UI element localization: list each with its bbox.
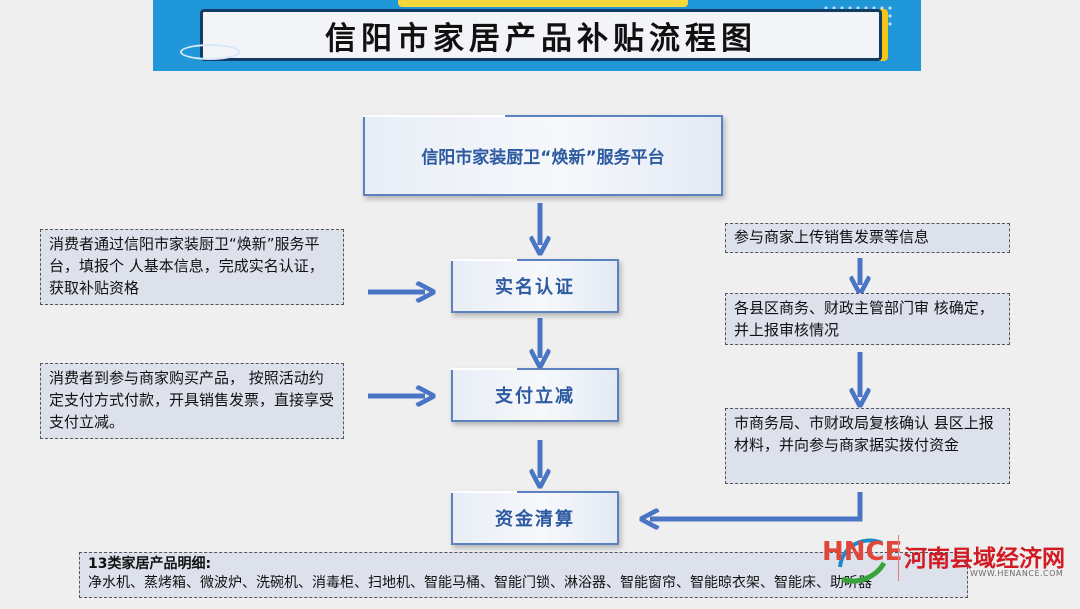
watermark: HNCE 河南县域经济网 WWW.HENANCE.COM [818, 527, 1080, 609]
step-payment-discount: 支付立减 [451, 368, 619, 422]
service-platform-label: 信阳市家装厨卫“焕新”服务平台 [421, 148, 665, 168]
merchant-note-upload: 参与商家上传销售发票等信息 [725, 223, 1010, 253]
watermark-divider [898, 535, 899, 581]
watermark-url: WWW.HENANCE.COM [970, 569, 1064, 578]
catalog-items: 净水机、蒸烤箱、微波炉、洗碗机、消毒柜、扫地机、智能马桶、智能门锁、淋浴器、智能… [88, 575, 872, 591]
title-card: 信阳市家居产品补贴流程图 [200, 9, 882, 61]
watermark-logo-icon [838, 538, 887, 584]
banner-decoration-strip [398, 0, 688, 7]
page-title: 信阳市家居产品补贴流程图 [325, 20, 757, 57]
catalog-title: 13类家居产品明细: [88, 556, 212, 572]
merchant-note-county-review: 各县区商务、财政主管部门审 核确定，并上报审核情况 [725, 293, 1010, 345]
consumer-note-verification: 消费者通过信阳市家装厨卫“焕新”服务平台，填报个 人基本信息，完成实名认证，获取… [40, 229, 344, 305]
banner-decoration-ring [180, 44, 240, 60]
step-label: 支付立减 [495, 386, 575, 407]
step-fund-settlement: 资金清算 [451, 491, 619, 545]
product-catalog: 13类家居产品明细: 净水机、蒸烤箱、微波炉、洗碗机、消毒柜、扫地机、智能马桶、… [79, 552, 968, 598]
step-label: 实名认证 [495, 277, 575, 298]
step-label: 资金清算 [495, 509, 575, 530]
step-real-name-verification: 实名认证 [451, 259, 619, 313]
arrow-recheck-to-settle [650, 492, 863, 519]
consumer-note-purchase: 消费者到参与商家购买产品， 按照活动约定支付方式付款，开具销售发票，直接享受支付… [40, 363, 344, 439]
merchant-note-city-recheck: 市商务局、市财政局复核确认 县区上报材料，并向参与商家据实拨付资金 [725, 408, 1010, 484]
watermark-brand: HNCE [822, 537, 903, 567]
watermark-site-name: 河南县域经济网 [904, 546, 1065, 572]
service-platform-box: 信阳市家装厨卫“焕新”服务平台 [363, 115, 723, 196]
